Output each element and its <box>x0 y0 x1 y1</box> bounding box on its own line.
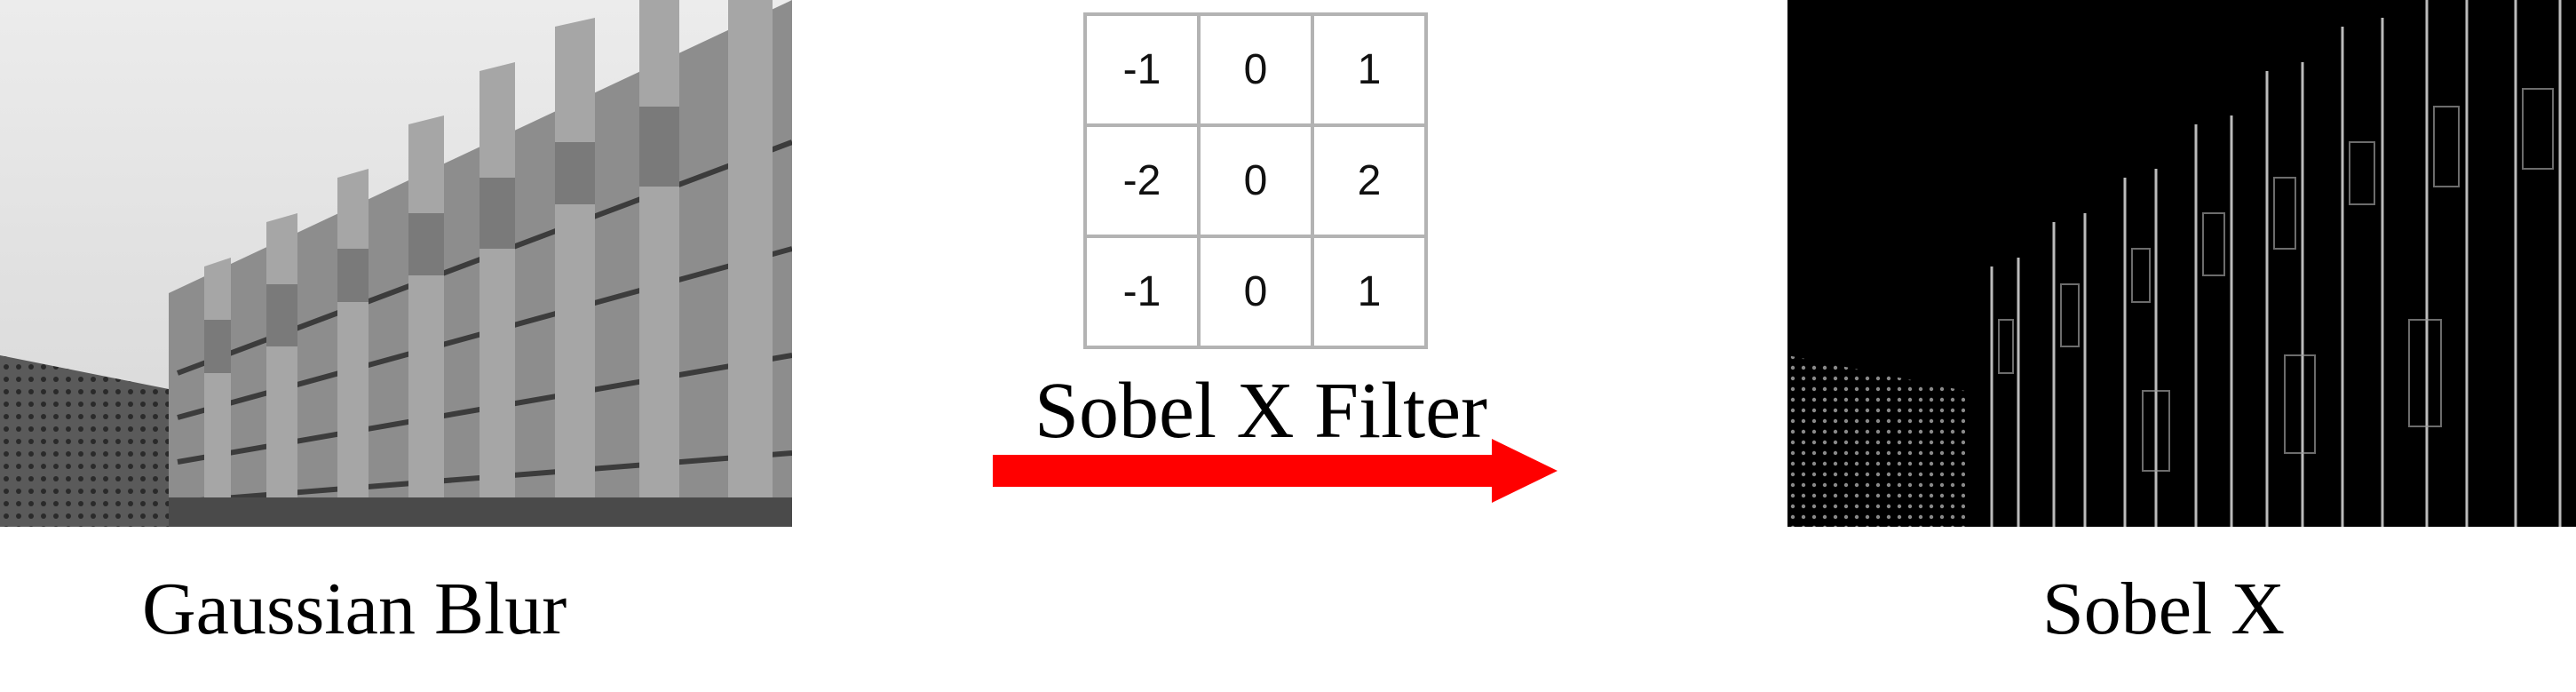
kernel-row: -2 0 2 <box>1083 123 1428 238</box>
kernel-cell: -1 <box>1083 235 1201 349</box>
kernel-cell: 1 <box>1311 235 1428 349</box>
arrow-right-icon <box>993 439 1557 503</box>
kernel-cell: -1 <box>1083 12 1201 127</box>
kernel-row: -1 0 1 <box>1083 235 1428 349</box>
kernel-cell: 0 <box>1197 123 1314 238</box>
kernel-cell: 2 <box>1311 123 1428 238</box>
caption-sobel-x: Sobel X <box>2042 568 2285 650</box>
sobel-x-image <box>1787 0 2576 527</box>
kernel-cell: 1 <box>1311 12 1428 127</box>
kernel-cell: 0 <box>1197 12 1314 127</box>
sobel-x-kernel: -1 0 1 -2 0 2 -1 0 1 <box>1083 12 1428 349</box>
kernel-row: -1 0 1 <box>1083 12 1428 127</box>
kernel-cell: 0 <box>1197 235 1314 349</box>
gaussian-blur-image <box>0 0 792 527</box>
kernel-cell: -2 <box>1083 123 1201 238</box>
filter-label: Sobel X Filter <box>1034 367 1487 455</box>
caption-gaussian-blur: Gaussian Blur <box>142 568 567 650</box>
